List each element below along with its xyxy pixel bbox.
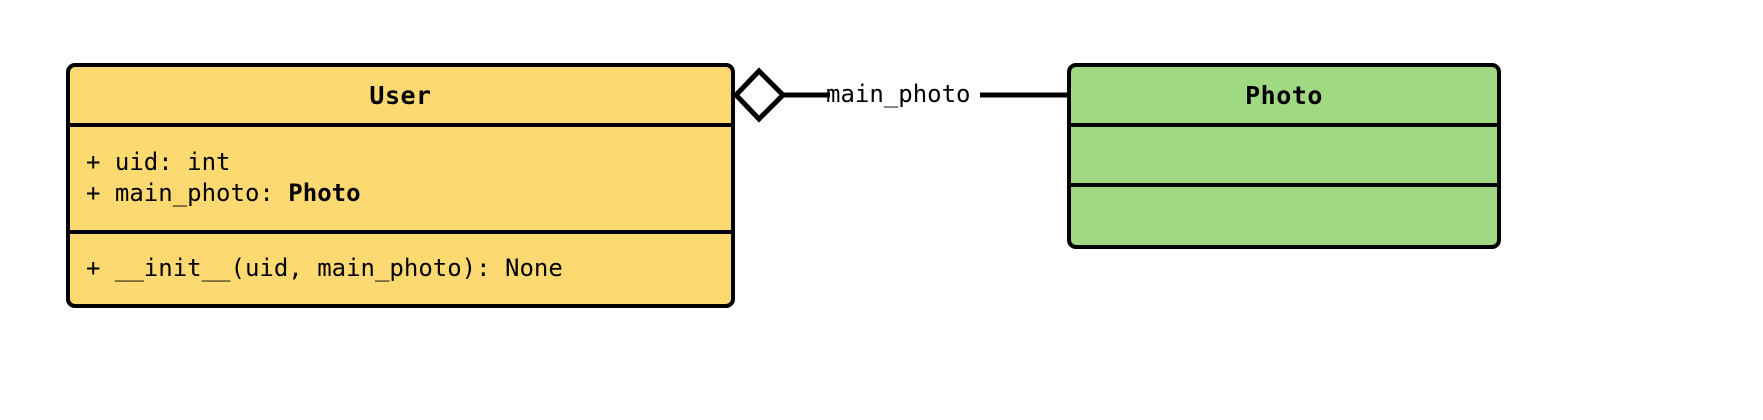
class-box-photo[interactable]: Photo <box>1067 63 1501 249</box>
attribute-row: + main_photo: Photo <box>86 178 715 208</box>
association-label: main_photo <box>826 80 971 108</box>
attribute-row: + uid: int <box>86 148 231 177</box>
aggregation-diamond-icon <box>732 67 787 123</box>
method-row: + __init__(uid, main_photo): None <box>86 253 563 282</box>
class-title-photo: Photo <box>1245 80 1323 110</box>
class-attributes-photo <box>1071 123 1497 183</box>
attribute-label: + main_photo: <box>86 178 289 207</box>
class-methods-photo <box>1071 183 1497 245</box>
class-attributes-user: + uid: int + main_photo: Photo <box>70 123 731 230</box>
class-methods-user: + __init__(uid, main_photo): None <box>70 230 731 304</box>
class-box-user[interactable]: User + uid: int + main_photo: Photo + __… <box>66 63 735 308</box>
class-title-user: User <box>369 80 432 110</box>
attribute-type: Photo <box>288 178 361 207</box>
